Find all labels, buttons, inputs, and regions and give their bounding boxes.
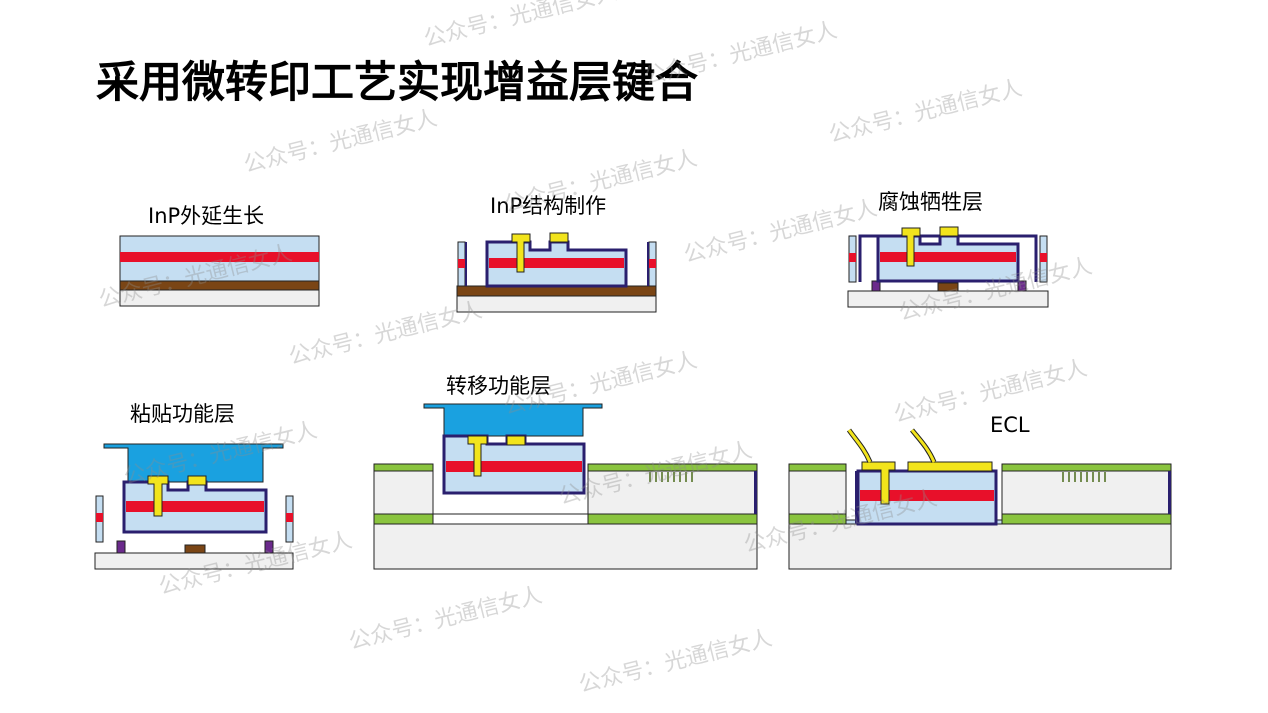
step6-lower-waveguide-right <box>1001 513 1172 525</box>
step6-active-layer <box>860 490 994 501</box>
step4-right-foot <box>264 540 274 554</box>
step5-metal-contact-t <box>467 435 488 477</box>
step4-sacrificial-remnant <box>184 544 206 554</box>
step1-sacrificial-layer <box>119 280 320 291</box>
step6-left-edge-cladding <box>855 471 858 524</box>
step2-right-pillar-active <box>649 259 656 268</box>
step6-metal-contact-t <box>861 461 896 505</box>
step6-grating <box>1062 472 1106 482</box>
step6-left-block <box>788 470 847 515</box>
step5-lower-waveguide-right <box>587 513 758 525</box>
step6-wirebond-1-fill <box>847 429 872 463</box>
step2-substrate <box>456 295 657 313</box>
step-label-attach: 粘贴功能层 <box>130 402 235 426</box>
step3-active-layer <box>880 252 1016 262</box>
step6-upper-waveguide-left <box>788 463 847 472</box>
step-label-transfer: 转移功能层 <box>446 374 551 398</box>
step5-right-edge-cladding <box>754 471 757 514</box>
step5-grating <box>649 472 693 482</box>
step4-attach <box>94 443 294 570</box>
step-label-etch: 腐蚀牺牲层 <box>878 190 983 214</box>
step5-base <box>373 523 758 570</box>
step1-epitaxy-stack <box>119 235 320 307</box>
step3-metal-contact-1 <box>939 226 959 237</box>
step1-substrate <box>119 289 320 307</box>
step5-left-block <box>373 470 434 515</box>
step5-trench-floor <box>432 513 589 525</box>
step5-upper-waveguide-right <box>587 463 758 472</box>
step6-wirebond-2-fill <box>910 429 936 463</box>
step5-upper-waveguide-left <box>373 463 434 472</box>
step6-lower-waveguide-left <box>788 513 847 525</box>
step1-active-layer <box>120 252 319 262</box>
step3-metal-contact-t <box>901 227 921 267</box>
step2-metal-contact-1 <box>549 232 569 243</box>
step4-stamp <box>103 443 284 483</box>
step6-base <box>788 523 1172 570</box>
step-label-structure: InP结构制作 <box>490 194 607 218</box>
step3-right-pillar-active <box>1040 253 1047 262</box>
step3-substrate <box>847 290 1049 308</box>
step3-right-foot <box>1017 280 1027 292</box>
step5-active-layer <box>446 461 582 472</box>
step-label-ecl: ECL <box>990 413 1030 437</box>
step4-left-foot <box>116 540 126 554</box>
step2-right-pillar-passivation <box>647 242 649 286</box>
step2-metal-contact-t <box>511 233 531 273</box>
step5-transfer <box>373 403 758 570</box>
step3-etch <box>847 226 1049 308</box>
step4-right-pillar-active <box>286 513 293 522</box>
step4-active-layer <box>126 501 264 512</box>
step4-metal-contact-t <box>147 475 169 517</box>
step3-left-pillar-active <box>849 253 856 262</box>
step5-right-block <box>587 470 758 515</box>
step5-metal-contact-1 <box>506 435 526 446</box>
step-label-epitaxy: InP外延生长 <box>148 204 265 228</box>
step2-left-pillar-passivation <box>465 242 467 286</box>
step4-substrate <box>94 552 294 570</box>
step3-sacrificial-remnant <box>937 282 959 292</box>
step2-left-pillar-active <box>458 259 465 268</box>
step6-right-edge-cladding <box>1168 471 1171 514</box>
page-title: 采用微转印工艺实现增益层键合 <box>96 58 698 108</box>
step6-ecl <box>788 428 1172 570</box>
step5-lower-waveguide-left <box>373 513 434 525</box>
step3-left-foot <box>871 280 881 292</box>
step4-left-pillar-active <box>96 513 103 522</box>
step5-stamp <box>423 403 603 437</box>
step4-metal-contact-1 <box>187 475 207 486</box>
step2-structure <box>456 232 657 313</box>
step2-active-layer <box>489 258 624 268</box>
step6-metal-pad <box>907 461 993 472</box>
step6-upper-waveguide-right <box>1001 463 1172 472</box>
